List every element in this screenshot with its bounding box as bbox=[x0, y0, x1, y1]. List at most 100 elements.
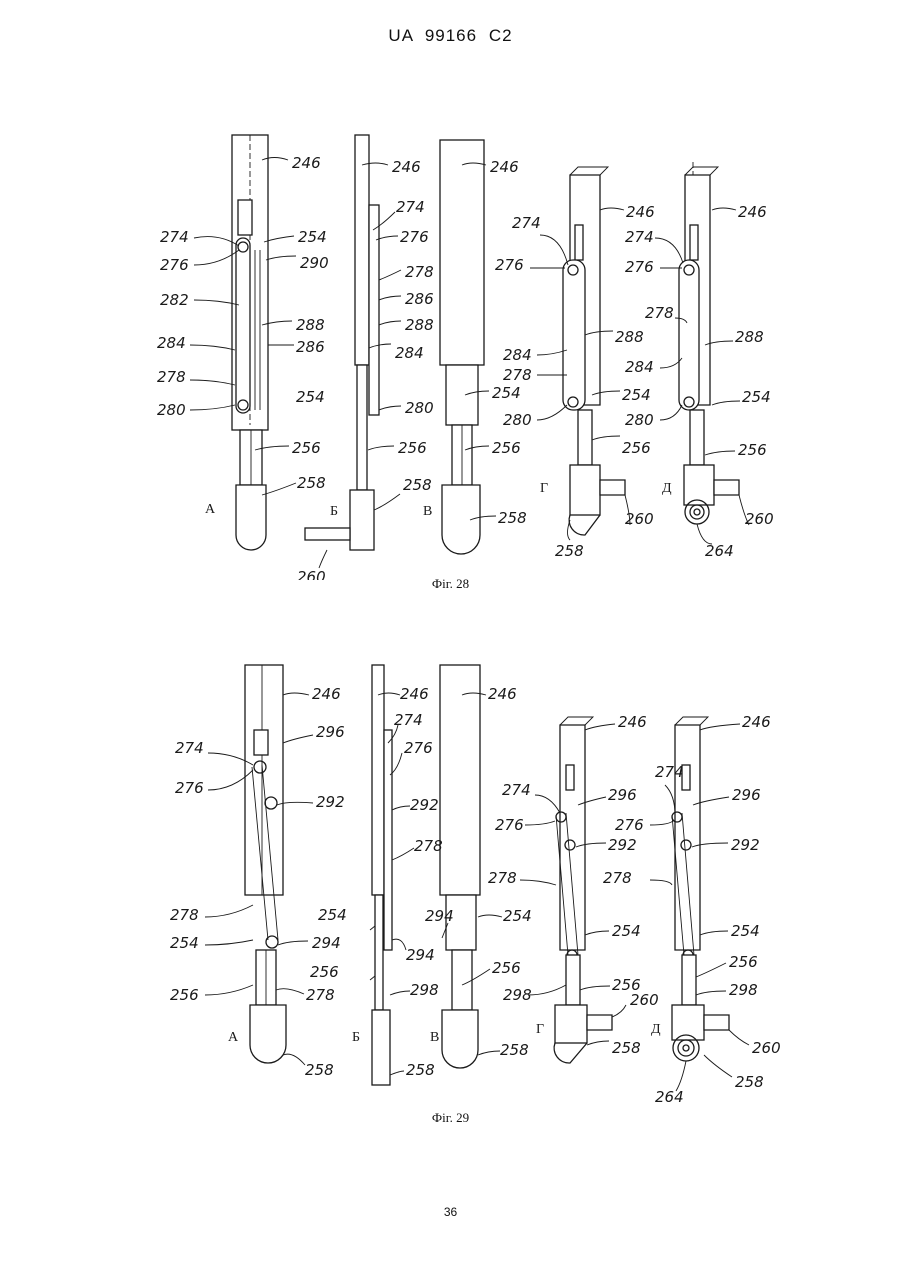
fig29-a-label-278b: 278 bbox=[306, 986, 335, 1004]
fig28-b-label-276: 276 bbox=[400, 228, 429, 246]
fig28-c-label-256: 256 bbox=[492, 439, 521, 457]
patent-header: UA 99166 C2 bbox=[0, 26, 901, 46]
fig29-a-label-254: 254 bbox=[170, 934, 199, 952]
fig29-d-label-260: 260 bbox=[630, 991, 659, 1009]
fig29-e-label-292: 292 bbox=[731, 836, 760, 854]
fig29-b-label-258: 258 bbox=[406, 1061, 435, 1079]
fig29-e-label-296: 296 bbox=[732, 786, 761, 804]
fig29-e-label-298: 298 bbox=[729, 981, 758, 999]
fig28-d-label-274: 274 bbox=[512, 214, 541, 232]
fig28-view-label-c: В bbox=[423, 504, 432, 519]
fig28-b-label-286: 286 bbox=[405, 290, 434, 308]
fig29-view-label-e: Д bbox=[651, 1022, 661, 1037]
fig29-c-label-246: 246 bbox=[488, 685, 517, 703]
fig29-view-label-d: Г bbox=[536, 1022, 544, 1037]
fig28-view-e: Д bbox=[662, 162, 739, 524]
fig28-a-label-254: 254 bbox=[298, 228, 327, 246]
fig29-c-label-294: 294 bbox=[425, 907, 454, 925]
fig29-e-label-258: 258 bbox=[735, 1073, 764, 1091]
fig28-d-label-246: 246 bbox=[626, 203, 655, 221]
fig28-b-label-284: 284 bbox=[395, 344, 424, 362]
fig28-view-label-b: Б bbox=[330, 504, 338, 519]
fig29-e-label-254: 254 bbox=[731, 922, 760, 940]
fig29-a-label-292: 292 bbox=[316, 793, 345, 811]
fig28-a-label-290: 290 bbox=[300, 254, 329, 272]
fig28-c-label-246: 246 bbox=[490, 158, 519, 176]
fig28-a-label-258: 258 bbox=[297, 474, 326, 492]
fig29-a-label-276: 276 bbox=[175, 779, 204, 797]
fig29-a-label-296: 296 bbox=[316, 723, 345, 741]
fig29-b-label-278: 278 bbox=[414, 837, 443, 855]
fig28-a-label-288: 288 bbox=[296, 316, 325, 334]
fig29-e-label-246: 246 bbox=[742, 713, 771, 731]
fig29-d-label-274: 274 bbox=[502, 781, 531, 799]
fig29-b-label-274: 274 bbox=[394, 711, 423, 729]
fig28-a-label-246: 246 bbox=[292, 154, 321, 172]
fig28-a-label-280: 280 bbox=[157, 401, 186, 419]
fig28-c-label-254: 254 bbox=[492, 384, 521, 402]
fig28-c-label-258: 258 bbox=[498, 509, 527, 527]
fig28-e-label-280: 280 bbox=[625, 411, 654, 429]
fig28-d-label-280: 280 bbox=[503, 411, 532, 429]
fig28-e-label-254: 254 bbox=[742, 388, 771, 406]
fig29-d-label-254: 254 bbox=[612, 922, 641, 940]
fig29-e-label-278: 278 bbox=[603, 869, 632, 887]
fig28-view-a: А bbox=[205, 135, 268, 550]
fig29-b-label-256: 256 bbox=[310, 963, 339, 981]
figure-29-drawing: А Б В Г bbox=[0, 655, 901, 1105]
fig28-d-label-260: 260 bbox=[625, 510, 654, 528]
fig29-d-label-258: 258 bbox=[612, 1039, 641, 1057]
fig28-b-label-256: 256 bbox=[398, 439, 427, 457]
fig28-d-label-288: 288 bbox=[615, 328, 644, 346]
fig28-d-label-284: 284 bbox=[503, 346, 532, 364]
fig28-e-label-274: 274 bbox=[625, 228, 654, 246]
fig28-b-label-258: 258 bbox=[403, 476, 432, 494]
fig29-e-label-276: 276 bbox=[615, 816, 644, 834]
fig29-view-c: В bbox=[430, 665, 480, 1068]
page-number: 36 bbox=[0, 1205, 901, 1219]
fig28-b-label-274: 274 bbox=[396, 198, 425, 216]
fig29-d-label-298: 298 bbox=[503, 986, 532, 1004]
fig28-b-label-278: 278 bbox=[405, 263, 434, 281]
fig29-d-label-246: 246 bbox=[618, 713, 647, 731]
fig29-a-label-258: 258 bbox=[305, 1061, 334, 1079]
fig28-view-label-e: Д bbox=[662, 481, 672, 496]
fig28-a-label-282: 282 bbox=[160, 291, 189, 309]
fig29-view-d: Г bbox=[536, 717, 612, 1063]
fig28-b-label-246: 246 bbox=[392, 158, 421, 176]
fig28-view-label-a: А bbox=[205, 502, 216, 517]
fig28-e-label-284: 284 bbox=[625, 358, 654, 376]
fig28-a-label-276: 276 bbox=[160, 256, 189, 274]
fig29-a-label-274: 274 bbox=[175, 739, 204, 757]
fig28-d-label-276: 276 bbox=[495, 256, 524, 274]
fig29-c-label-256: 256 bbox=[492, 959, 521, 977]
fig28-a-label-274: 274 bbox=[160, 228, 189, 246]
fig29-e-label-260: 260 bbox=[752, 1039, 781, 1057]
fig28-d-label-256: 256 bbox=[622, 439, 651, 457]
fig28-a-label-284: 284 bbox=[157, 334, 186, 352]
fig29-b-label-298: 298 bbox=[410, 981, 439, 999]
fig28-a-label-256: 256 bbox=[292, 439, 321, 457]
figure-29-caption: Фіг. 29 bbox=[0, 1110, 901, 1126]
fig29-view-label-c: В bbox=[430, 1030, 439, 1045]
fig28-e-label-246: 246 bbox=[738, 203, 767, 221]
fig29-d-label-278: 278 bbox=[488, 869, 517, 887]
fig28-a-label-254b: 254 bbox=[296, 388, 325, 406]
fig29-b-label-292: 292 bbox=[410, 796, 439, 814]
figure-28-caption: Фіг. 28 bbox=[0, 576, 901, 592]
fig28-e-label-278: 278 bbox=[645, 304, 674, 322]
fig29-e-label-274: 274 bbox=[655, 763, 684, 781]
fig28-b-label-280: 280 bbox=[405, 399, 434, 417]
fig28-e-label-276: 276 bbox=[625, 258, 654, 276]
fig29-view-b: Б bbox=[352, 665, 392, 1085]
fig28-d-label-278: 278 bbox=[503, 366, 532, 384]
fig29-a-label-294: 294 bbox=[312, 934, 341, 952]
fig29-a-label-256: 256 bbox=[170, 986, 199, 1004]
fig28-d-label-258: 258 bbox=[555, 542, 584, 560]
fig29-c-label-258: 258 bbox=[500, 1041, 529, 1059]
fig29-c-label-254: 254 bbox=[503, 907, 532, 925]
fig29-b-label-246: 246 bbox=[400, 685, 429, 703]
fig29-b-label-276: 276 bbox=[404, 739, 433, 757]
fig28-a-label-278: 278 bbox=[157, 368, 186, 386]
fig29-d-label-292: 292 bbox=[608, 836, 637, 854]
